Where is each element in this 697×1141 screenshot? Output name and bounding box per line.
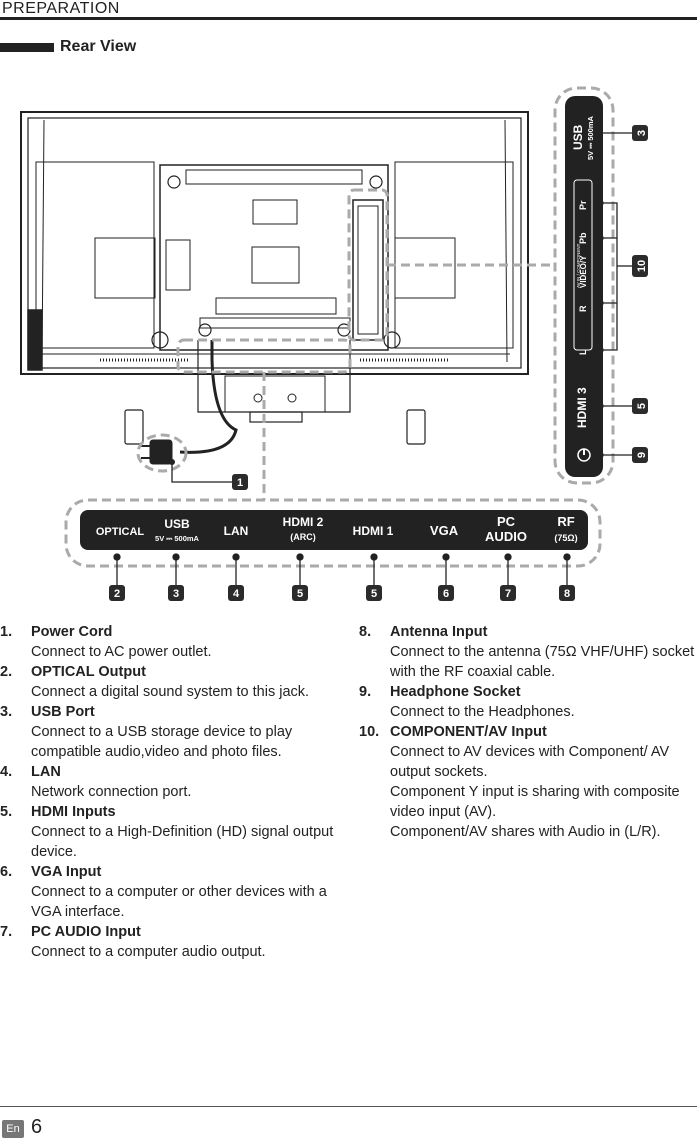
list-item: 4. LAN Network connection port. — [0, 762, 335, 802]
side-pb-label: Pb — [578, 232, 588, 244]
right-description-list: 8. Antenna Input Connect to the antenna … — [359, 622, 697, 842]
side-pr-label: Pr — [578, 200, 588, 210]
port-hdmi1-label: HDMI 1 — [353, 524, 394, 538]
list-item: 2. OPTICAL Output Connect a digital soun… — [0, 662, 335, 702]
port-rf-sub: (75Ω) — [554, 533, 577, 543]
item-desc-3: Component/AV shares with Audio in (L/R). — [390, 824, 661, 840]
bottom-port-panel — [80, 510, 588, 550]
side-video-label: VIDEO/Y — [579, 255, 588, 288]
port-pcaudio-sub: AUDIO — [485, 529, 527, 544]
item-number: 6. — [0, 864, 13, 880]
item-title: HDMI Inputs — [31, 804, 116, 820]
left-description-list: 1. Power Cord Connect to AC power outlet… — [0, 622, 335, 962]
side-badge-5: 5 — [636, 403, 648, 409]
bottom-badge-8: 8 — [564, 588, 570, 600]
power-badge-1: 1 — [237, 477, 243, 489]
port-usb-sub: 5V ⎓ 500mA — [155, 534, 200, 543]
side-usb-sub: 5V ⎓ 500mA — [586, 115, 595, 160]
item-desc: Connect to the antenna (75Ω VHF/UHF) soc… — [390, 644, 695, 680]
item-desc: Connect to AV devices with Component/ AV… — [390, 744, 670, 780]
item-title: PC AUDIO Input — [31, 924, 141, 940]
list-item: 8. Antenna Input Connect to the antenna … — [359, 622, 697, 682]
bottom-badge-4: 4 — [233, 588, 240, 600]
item-number: 7. — [0, 924, 13, 940]
page-number: 6 — [31, 1116, 43, 1138]
side-badge-9: 9 — [636, 452, 648, 458]
language-badge: En — [2, 1120, 24, 1138]
side-leaders — [596, 132, 632, 459]
list-item: 5. HDMI Inputs Connect to a High-Definit… — [0, 802, 335, 862]
power-cord — [141, 340, 238, 465]
item-desc: Connect to a USB storage device to play … — [31, 724, 293, 760]
item-number: 9. — [359, 684, 372, 700]
item-title: LAN — [31, 764, 61, 780]
item-number: 8. — [359, 624, 372, 640]
side-badge-3: 3 — [636, 130, 648, 136]
side-port-labels: USB 5V ⎓ 500mA Pr Pb AV IN / COMPONENT V… — [571, 115, 595, 462]
item-number: 5. — [0, 804, 13, 820]
port-hdmi2-sub: (ARC) — [290, 532, 316, 542]
list-item: 3. USB Port Connect to a USB storage dev… — [0, 702, 335, 762]
item-desc: Connect to a computer or other devices w… — [31, 884, 327, 920]
bottom-badge-3: 3 — [173, 588, 179, 600]
side-l-label: L — [578, 349, 588, 355]
bottom-port-labels: OPTICAL USB 5V ⎓ 500mA LAN HDMI 2 (ARC) … — [96, 514, 578, 544]
item-title: OPTICAL Output — [31, 664, 146, 680]
list-item: 7. PC AUDIO Input Connect to a computer … — [0, 922, 335, 962]
port-vga-label: VGA — [430, 523, 459, 538]
side-badge-10: 10 — [636, 260, 648, 272]
item-number: 2. — [0, 664, 13, 680]
header-title: PREPARATION — [2, 0, 120, 17]
port-lan-label: LAN — [224, 524, 249, 538]
item-number: 10. — [359, 724, 380, 740]
item-desc: Connect to a computer audio output. — [31, 944, 266, 960]
side-badges: 3 10 5 9 — [632, 125, 648, 463]
item-desc: Connect to AC power outlet. — [31, 644, 212, 660]
list-item: 10. COMPONENT/AV Input Connect to AV dev… — [359, 722, 697, 842]
bottom-badge-2: 2 — [114, 588, 120, 600]
list-item: 9. Headphone Socket Connect to the Headp… — [359, 682, 697, 722]
port-usb-label: USB — [164, 517, 190, 531]
item-desc: Connect to a High-Definition (HD) signal… — [31, 824, 334, 860]
rear-view-diagram: USB 5V ⎓ 500mA Pr Pb AV IN / COMPONENT V… — [20, 86, 648, 601]
item-desc: Network connection port. — [31, 784, 192, 800]
item-title: VGA Input — [31, 864, 102, 880]
item-title: Power Cord — [31, 624, 113, 640]
bottom-badge-5a: 5 — [297, 588, 303, 600]
item-title: Headphone Socket — [390, 684, 521, 700]
page-header: PREPARATION — [0, 0, 697, 20]
footer-rule — [0, 1106, 697, 1107]
power-badge: 1 — [169, 459, 248, 490]
side-usb-label: USB — [571, 124, 585, 150]
port-pc-label: PC — [497, 514, 516, 529]
item-desc: Connect to the Headphones. — [390, 704, 575, 720]
item-number: 4. — [0, 764, 13, 780]
item-desc: Connect a digital sound system to this j… — [31, 684, 310, 700]
section-bar — [0, 43, 54, 52]
list-item: 1. Power Cord Connect to AC power outlet… — [0, 622, 335, 662]
item-title: USB Port — [31, 704, 95, 720]
item-number: 1. — [0, 624, 13, 640]
bottom-badge-7: 7 — [505, 588, 511, 600]
tv-stand — [124, 340, 426, 445]
item-desc-2: Component Y input is sharing with compos… — [390, 784, 680, 820]
side-avin-label: AV IN / COMPONENT — [576, 243, 581, 288]
callout-dashes — [64, 86, 615, 568]
header-rule — [0, 17, 697, 20]
port-rf-label: RF — [557, 514, 574, 529]
bottom-badge-6: 6 — [443, 588, 449, 600]
bottom-badge-5b: 5 — [371, 588, 377, 600]
tv-back-panel — [20, 111, 529, 375]
item-number: 3. — [0, 704, 13, 720]
list-item: 6. VGA Input Connect to a computer or ot… — [0, 862, 335, 922]
bottom-leaders — [113, 553, 571, 585]
item-title: Antenna Input — [390, 624, 488, 640]
side-hdmi3-label: HDMI 3 — [575, 387, 589, 428]
port-hdmi2-label: HDMI 2 — [283, 515, 324, 529]
side-r-label: R — [578, 305, 588, 312]
port-optical-label: OPTICAL — [96, 526, 145, 538]
section-title: Rear View — [60, 38, 137, 55]
item-title: COMPONENT/AV Input — [390, 724, 547, 740]
bottom-badges: 2 3 4 5 5 6 7 8 — [109, 585, 575, 601]
